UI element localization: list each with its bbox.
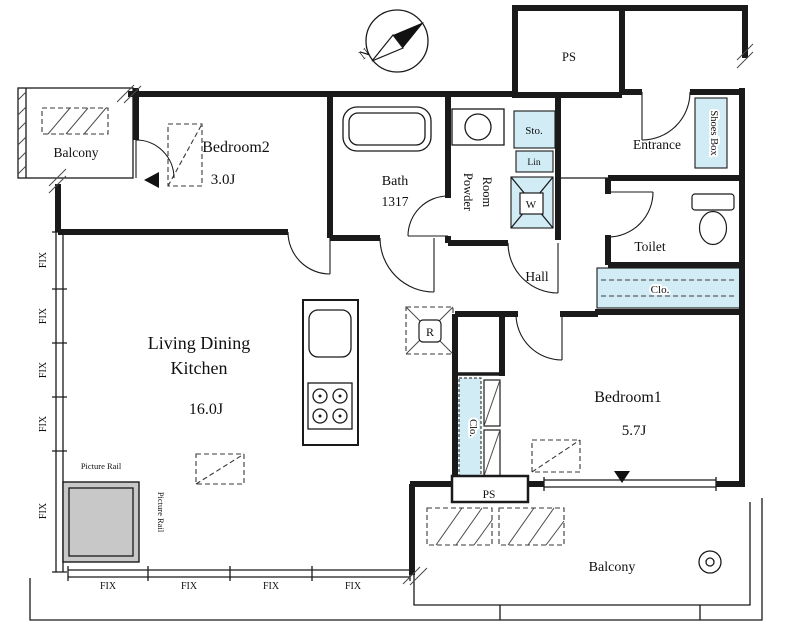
bedroom1-label: Bedroom1	[594, 389, 662, 406]
vanity-sink	[451, 108, 505, 146]
picture-rail-label-horizontal: Picture Rail	[81, 461, 122, 471]
bedroom2-area-label: 3.0J	[211, 172, 236, 188]
annotation-labels: Picture Rail Picture Rail FIX FIX FIX FI…	[38, 251, 362, 592]
powder-room-label-line1: Powder	[461, 173, 475, 212]
fix-window-bottom	[67, 566, 411, 581]
north-needle	[393, 22, 424, 48]
compass-north-label: N	[356, 44, 373, 62]
ps-top-label: PS	[562, 50, 576, 64]
fix-label-bottom-2: FIX	[181, 581, 198, 592]
gas-stove	[307, 382, 353, 430]
balcony-bottom-storage-box-1	[426, 507, 493, 546]
fix-label-left-3: FIX	[38, 361, 49, 378]
washer-label: W	[526, 199, 537, 211]
fix-label-bottom-4: FIX	[345, 581, 362, 592]
kitchen-island	[302, 299, 359, 446]
ps-bottom-shaft	[450, 474, 530, 504]
drain-cap	[698, 550, 722, 574]
toilet-door	[607, 191, 654, 238]
toilet-label: Toilet	[634, 239, 666, 254]
linen-label: Lin	[527, 158, 540, 168]
balcony-bottom-storage-box-2	[498, 507, 565, 546]
hall-label: Hall	[525, 269, 548, 284]
bedroom1-closet-label: Clo.	[467, 419, 478, 437]
bath-size-label: 1317	[382, 194, 409, 209]
arrow-down-marker	[614, 471, 630, 483]
powder-room-label-line2: Room	[480, 177, 494, 208]
refrigerator-space	[405, 306, 454, 355]
bedroom1-area-label: 5.7J	[622, 423, 647, 439]
bathtub	[342, 106, 432, 152]
bedroom2-label: Bedroom2	[202, 139, 270, 156]
bedroom1-window	[543, 477, 717, 491]
compass: N	[356, 9, 429, 73]
picture-rail-label-vertical: Picture Rail	[156, 492, 166, 533]
fix-label-bottom-1: FIX	[100, 581, 117, 592]
powder-room-door	[507, 242, 559, 294]
balcony-top-label: Balcony	[54, 145, 99, 160]
linen-shelf	[515, 150, 554, 173]
dashed-storage-bedroom1	[531, 439, 581, 473]
refrigerator-label: R	[426, 325, 434, 339]
bedroom1-closet	[458, 377, 501, 479]
kitchen-sink	[308, 309, 352, 358]
balcony-top	[17, 87, 134, 179]
balcony-top-storage-box	[41, 107, 109, 135]
hall-closet-strip	[596, 267, 741, 309]
balcony-door	[135, 139, 175, 179]
dashed-storage-bedroom2	[167, 123, 203, 187]
toilet-fixture	[691, 193, 735, 246]
wall-end-hatches	[48, 43, 754, 586]
fix-label-left-4: FIX	[38, 415, 49, 432]
room-labels: Balcony Bedroom2 3.0J Bath 1317 Powder R…	[54, 50, 722, 575]
ldk-area-label: 16.0J	[189, 401, 223, 418]
fix-label-bottom-3: FIX	[263, 581, 280, 592]
bedroom1-door	[515, 313, 563, 361]
bedroom2-door	[287, 231, 331, 275]
bath-door	[407, 195, 449, 237]
walls	[55, 5, 748, 575]
shoes-box	[694, 97, 728, 169]
fix-label-left-1: FIX	[38, 251, 49, 268]
entrance-label: Entrance	[633, 137, 681, 152]
door-swings	[135, 91, 691, 361]
hall-closet-label: Clo.	[651, 284, 670, 296]
gray-column	[62, 481, 140, 563]
balcony-bottom	[413, 502, 751, 606]
ps-bottom-label: PS	[483, 489, 496, 501]
ldk-label-line2: Kitchen	[171, 358, 228, 378]
bath-label: Bath	[382, 174, 408, 189]
dashed-storage-ldk	[195, 453, 245, 485]
balcony-bottom-label: Balcony	[589, 560, 636, 575]
site-boundary	[29, 498, 763, 621]
fix-label-left-5: FIX	[38, 502, 49, 519]
entrance-door	[641, 91, 691, 141]
storage-box	[513, 110, 556, 149]
ldk-label-line1: Living Dining	[148, 333, 251, 353]
shoes-box-label: Shoes Box	[708, 110, 719, 156]
fix-label-left-2: FIX	[38, 307, 49, 324]
washer-pan	[510, 176, 554, 229]
hall-ldk-door	[379, 237, 435, 293]
arrow-left-marker	[144, 172, 159, 188]
storage-label: Sto.	[525, 125, 543, 137]
